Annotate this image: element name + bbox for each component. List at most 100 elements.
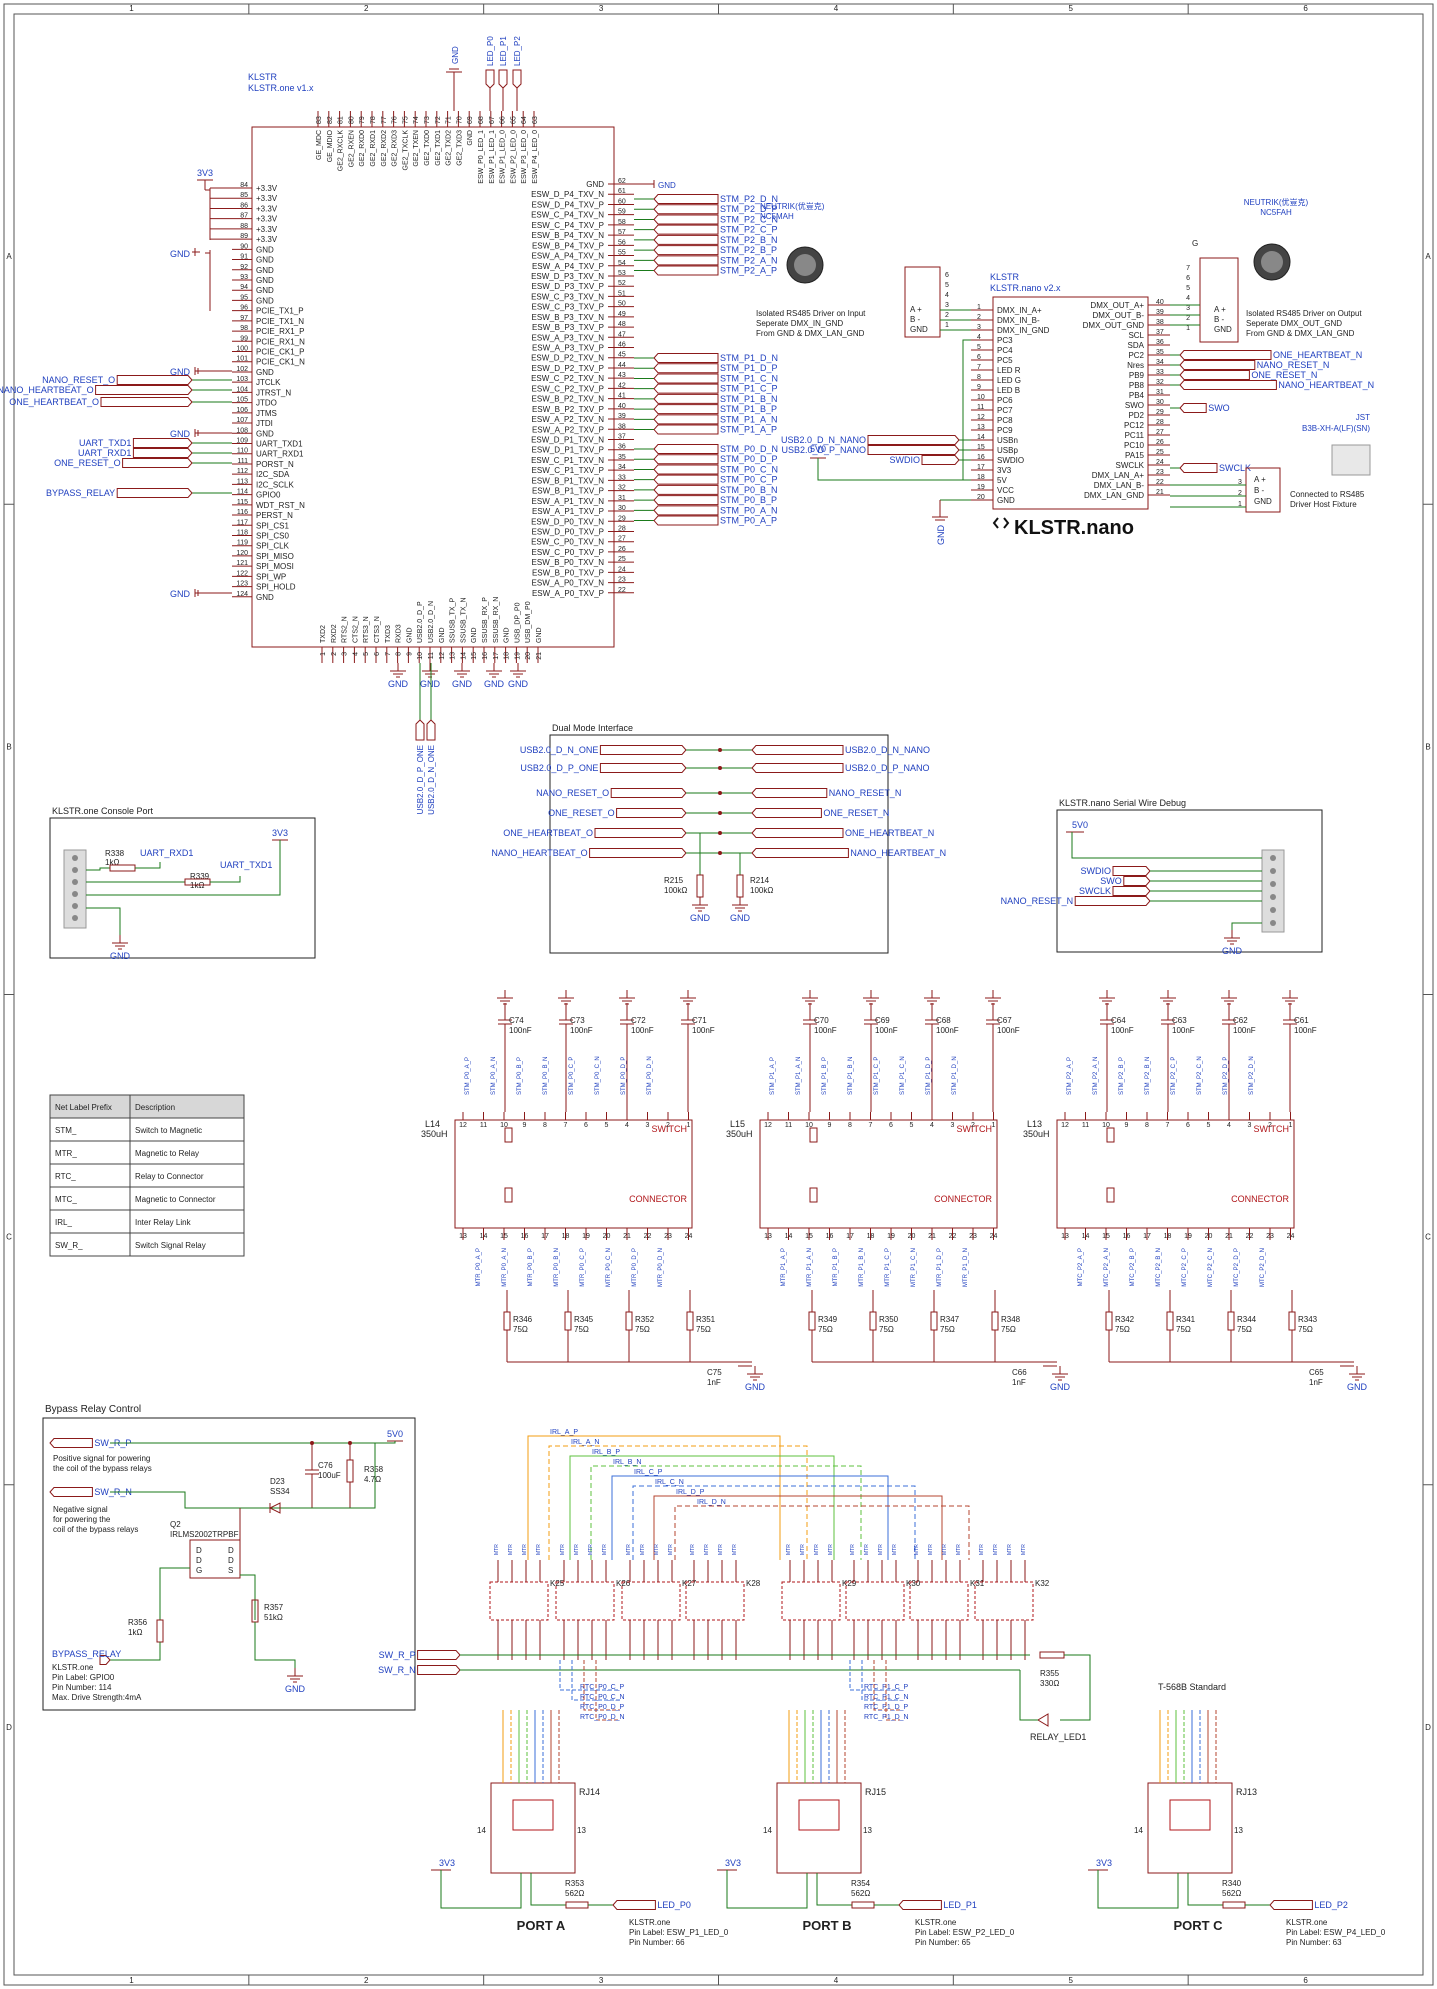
res-val: 75Ω <box>635 1325 650 1334</box>
pin-name: PA15 <box>1125 451 1145 460</box>
pin-number: 38 <box>618 423 626 430</box>
pin-number: 20 <box>908 1233 916 1240</box>
pin-number: 75 <box>402 116 409 124</box>
pin-number: 17 <box>1143 1233 1151 1240</box>
junction-dot <box>718 791 722 795</box>
neutrik-out-part: NC5FAH <box>1260 208 1292 217</box>
res-val: 75Ω <box>1115 1325 1130 1334</box>
res-val: 75Ω <box>574 1325 589 1334</box>
pin-number: 40 <box>618 403 626 410</box>
relay-ref: K30 <box>906 1579 921 1588</box>
relay-body <box>555 1581 615 1621</box>
net-flag <box>1179 350 1272 360</box>
pin-number: 66 <box>500 116 507 124</box>
pin-number: 44 <box>618 362 626 369</box>
col-label: 5 <box>1069 1976 1074 1985</box>
net-label: STM_P0_C_P <box>720 475 778 485</box>
net-label: MTR <box>892 1544 898 1555</box>
connector-label: CONNECTOR <box>1231 1194 1289 1204</box>
gnd-label: GND <box>285 1684 306 1694</box>
net-label: MTC_P2_A_P <box>1078 1248 1084 1286</box>
pin-number: 73 <box>424 116 431 124</box>
pin-name: ESW_B_P1_TXV_N <box>532 476 605 485</box>
pin-number: 87 <box>240 213 248 220</box>
pin-name: ESW_C_P4_TXV_N <box>531 211 604 220</box>
net-label: MTR <box>814 1544 820 1555</box>
cap-val: 100nF <box>997 1026 1020 1035</box>
wire-path <box>530 1873 566 1906</box>
wire-path <box>590 1465 862 1560</box>
cap-ref: C74 <box>509 1016 524 1025</box>
pin-name: GND <box>997 496 1015 505</box>
net-label: MTR_P1_D_P <box>937 1248 943 1287</box>
pin-name: ESW_D_P0_TXV_P <box>532 527 604 536</box>
pin-number: 3 <box>951 1122 955 1129</box>
cap-val: 100nF <box>692 1026 715 1035</box>
pin-name: A + <box>1254 475 1266 484</box>
net-flag <box>751 848 849 858</box>
pin-name: RXD3 <box>396 624 403 643</box>
net-flag <box>653 363 719 374</box>
pin-number: 1 <box>945 322 949 329</box>
pin-name: DMX_IN_A+ <box>997 306 1042 315</box>
wire-path <box>571 1660 620 1701</box>
pin-number: 52 <box>618 280 626 287</box>
pin-number: 89 <box>240 233 248 240</box>
cap-val: 100uF <box>318 1471 341 1480</box>
pin-number: 31 <box>618 495 626 502</box>
pin-name: DMX_OUT_A+ <box>1090 301 1144 310</box>
net-flag <box>49 1438 93 1448</box>
gnd-label: GND <box>420 679 441 689</box>
pin-number: 67 <box>489 116 496 124</box>
net-label: STM_P0_A_P <box>720 516 777 526</box>
pin-number: 13 <box>764 1233 772 1240</box>
net-flag <box>498 69 508 89</box>
pin-number: 84 <box>240 182 248 189</box>
net-label: STM_P0_A_P <box>465 1057 471 1095</box>
net-flag <box>122 458 193 468</box>
pin-name: PB9 <box>1129 371 1145 380</box>
res-val: 562Ω <box>1222 1889 1241 1898</box>
neutrik-note: From GND & DMX_LAN_GND <box>1246 329 1355 338</box>
wire-path <box>1060 1654 1091 1721</box>
bypass-title: Bypass Relay Control <box>45 1404 141 1415</box>
pin-number: 45 <box>618 352 626 359</box>
junction-dot <box>718 766 722 770</box>
pin-number: 34 <box>618 464 626 471</box>
net-label: IRL_D_P <box>676 1489 705 1496</box>
net-flag <box>616 808 687 818</box>
pin-number: 7 <box>564 1122 568 1129</box>
table-cell-text: RTC_ <box>55 1172 76 1181</box>
pin-name: ESW_D_P1_TXV_P <box>532 446 604 455</box>
res-ref: R338 <box>105 849 125 858</box>
pin-number: 25 <box>1156 449 1164 456</box>
pin-number: 9 <box>828 1122 832 1129</box>
pin-number: 57 <box>618 229 626 236</box>
net-label: USB2.0_D_N_NANO <box>781 435 866 445</box>
pin-name: GE_MDIO <box>327 129 334 162</box>
gnd-label: GND <box>170 249 191 259</box>
net-label: RTC_P0_D_P <box>580 1704 625 1711</box>
net-label: STM_P0_C_N <box>720 464 778 474</box>
net-flag <box>751 745 844 755</box>
info-text: Pin Label: ESW_P1_LED_0 <box>629 1928 729 1937</box>
port-title: PORT A <box>517 1918 566 1933</box>
pin-number: 22 <box>644 1233 652 1240</box>
mag-value: 350uH <box>421 1129 448 1139</box>
pin-name: SDA <box>1128 341 1145 350</box>
net-flag <box>867 445 960 455</box>
pin-number: 4 <box>625 1122 629 1129</box>
jst-note: Connected to RS485 <box>1290 490 1365 499</box>
pin-name: G <box>196 1566 202 1575</box>
net-label: ONE_HEARTBEAT_O <box>503 828 593 838</box>
net-label: MTR_P0_C_P <box>580 1248 586 1287</box>
net-label: UART_RXD1 <box>140 848 193 858</box>
table-cell-text: Magnetic to Connector <box>135 1195 216 1204</box>
net-flag <box>1074 896 1151 906</box>
pin-name: UART_TXD1 <box>256 440 303 449</box>
table-cell-text: Switch Signal Relay <box>135 1241 206 1250</box>
net-flag <box>751 828 844 838</box>
